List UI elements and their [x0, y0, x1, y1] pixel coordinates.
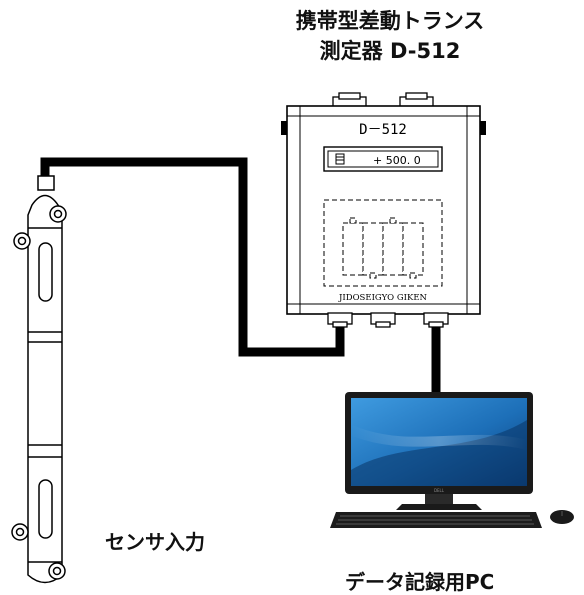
- title-line-1: 携帯型差動トランス: [295, 9, 485, 33]
- desktop-pc: DELL: [330, 392, 574, 528]
- measuring-device: D－512 + 500. 0 JIDOSEIGYO GIKEN: [281, 92, 486, 328]
- sensor-roller: [48, 562, 66, 580]
- display-indicator-icon: [335, 153, 345, 165]
- svg-text:DELL: DELL: [434, 488, 445, 493]
- battery-compartment: [323, 199, 443, 287]
- display-value: + 500. 0: [373, 154, 421, 167]
- device-connector: [423, 312, 449, 328]
- sensor-roller: [11, 523, 29, 541]
- sensor-roller: [49, 205, 67, 223]
- sensor: [11, 175, 67, 584]
- sensor-roller: [13, 232, 31, 250]
- device-model-label: D－512: [359, 122, 407, 138]
- device-connector: [327, 312, 353, 328]
- device-connector: [370, 312, 396, 328]
- sensor-cable: [40, 157, 345, 357]
- device-maker: JIDOSEIGYO GIKEN: [338, 293, 428, 303]
- data-pc-label: データ記録用PC: [345, 570, 495, 594]
- diagram-title: 携帯型差動トランス 測定器 D-512: [240, 6, 540, 66]
- sensor-input-label: センサ入力: [105, 530, 205, 554]
- title-line-2: 測定器 D-512: [319, 39, 461, 63]
